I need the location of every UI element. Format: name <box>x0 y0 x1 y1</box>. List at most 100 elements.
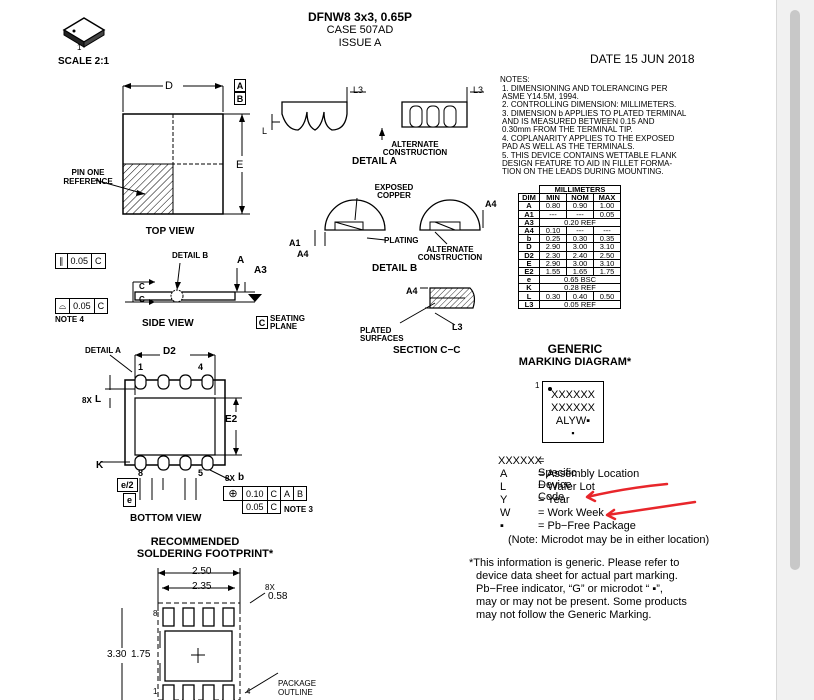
footprint-title-line2: SOLDERING FOOTPRINT* <box>136 548 274 560</box>
legend-meaning: = Pb−Free Package <box>538 520 636 532</box>
table-cell: 0.30 <box>539 291 567 301</box>
section-cc-drawing <box>399 287 476 326</box>
marking-title-line1: GENERIC <box>547 342 603 356</box>
scale-label: SCALE 2:1 <box>58 56 110 67</box>
legend-code: XXXXXX <box>498 455 543 467</box>
side-dim-a-label: A <box>237 255 245 266</box>
legend-meaning: = Wafer Lot <box>538 481 595 493</box>
section-l3-label: L3 <box>452 322 463 332</box>
package-title: DFNW8 3x3, 0.65P <box>307 10 413 24</box>
note4-label: NOTE 4 <box>55 315 84 324</box>
detail-b-a4-label: A4 <box>297 249 309 259</box>
detail-a-l-label: L <box>262 126 268 136</box>
bottom-tol1-ref-b: B <box>297 488 304 499</box>
bottom-e-half-box: e/2 <box>117 478 138 492</box>
bottom-8x-b-count: 8X <box>225 474 235 483</box>
table-cell: 0.05 REF <box>539 299 621 309</box>
side-dim-a3-label: A3 <box>254 265 267 276</box>
exposed-copper-line1: EXPOSED <box>374 183 414 192</box>
red-annotation-arrows <box>585 482 697 521</box>
bottom-view-drawing <box>100 352 242 500</box>
table-cell: 0.80 <box>539 201 567 211</box>
side-view-tolerance-frame-2: ⌓ 0.05 C <box>55 298 109 314</box>
note-line: 2. CONTROLLING DIMENSION: MILLIMETERS. <box>502 100 677 109</box>
plated-surfaces-line1: PLATED <box>360 326 392 335</box>
package-outline-line2: OUTLINE <box>278 688 313 697</box>
bottom-k-label: K <box>96 460 104 471</box>
footprint-dim-058: 0.58 <box>268 591 288 602</box>
table-cell: 0.40 <box>566 291 594 301</box>
microdot-note: (Note: Microdot may be in either locatio… <box>508 534 710 546</box>
side-tol1-ref: C <box>95 256 102 266</box>
legend-code: A <box>500 468 508 480</box>
note-line: ASME Y14.5M, 1994. <box>502 92 579 101</box>
note-line: 4. COPLANARITY APPLIES TO THE EXPOSED <box>502 134 675 143</box>
marking-package-outline: 1 XXXXXX XXXXXX ALYW▪ ▪ <box>535 381 604 443</box>
note-line: DESIGN FEATURE TO AID IN FILLET FORMA- <box>502 159 673 168</box>
pin1-dot-icon <box>548 387 552 391</box>
table-cell: 2.50 <box>593 250 621 260</box>
position-tolerance-icon: ⊕ <box>224 487 243 500</box>
bottom-tol2-value: 0.05 <box>243 501 268 513</box>
package-pin1-label: 1 <box>77 43 82 52</box>
side-view-tolerance-frame-1: ∥ 0.05 C <box>55 253 106 269</box>
table-cell: 2.40 <box>566 250 594 260</box>
note-line: 3. DIMENSION b APPLIES TO PLATED TERMINA… <box>502 109 687 118</box>
side-view-label: SIDE VIEW <box>142 318 194 329</box>
bottom-tolerance-frame: ⊕ 0.10 C A B 0.05 C <box>223 486 308 514</box>
side-detail-b-label: DETAIL B <box>172 251 209 260</box>
table-cell: 1.00 <box>593 201 621 211</box>
side-tol2-ref: C <box>97 301 105 311</box>
scrollbar-thumb[interactable] <box>790 10 800 570</box>
bottom-tol2-ref: C <box>270 502 278 512</box>
bottom-tol1-value: 0.10 <box>243 487 268 500</box>
table-cell: 0.50 <box>593 291 621 301</box>
datum-b-box: B <box>234 92 246 105</box>
legend-code: L <box>500 481 507 493</box>
table-row: A1------0.05 <box>518 209 621 219</box>
bottom-pin1-label: 1 <box>138 362 144 372</box>
exposed-copper-line2: COPPER <box>377 191 411 200</box>
footprint-title-line1: RECOMMENDED <box>150 536 240 548</box>
dim-e-label: E <box>236 159 244 171</box>
profile-surface-icon: ⌓ <box>56 299 71 313</box>
table-cell: 2.90 <box>539 242 567 252</box>
plating-label: PLATING <box>384 236 419 245</box>
detail-b-alt-line1: ALTERNATE <box>426 245 474 254</box>
footprint-dim-175: 1.75 <box>131 649 151 660</box>
marking-line-4: ▪ <box>571 428 575 438</box>
table-cell: D2 <box>518 250 540 260</box>
table-cell: 1.55 <box>539 266 567 277</box>
table-cell: 3.00 <box>566 242 594 252</box>
table-cell: 1.75 <box>593 266 621 277</box>
plated-surfaces-line2: SURFACES <box>360 334 404 343</box>
seating-plane-line2: PLANE <box>270 322 298 331</box>
bottom-tol1-ref-c: C <box>268 487 282 500</box>
datasheet-page: DFNW8 3x3, 0.65P CASE 507AD ISSUE A DATE… <box>55 10 710 700</box>
note-line: 1. DIMENSIONING AND TOLERANCING PER <box>502 84 668 93</box>
detail-a-l3-label: L3 <box>353 85 364 95</box>
bottom-pin4-label: 4 <box>198 362 204 372</box>
footnote-line: device data sheet for actual part markin… <box>476 570 678 582</box>
table-cell: 0.90 <box>566 201 594 211</box>
note-line: AND IS MEASURED BETWEEN 0.15 AND <box>502 117 655 126</box>
footprint-dim-250: 2.50 <box>192 566 212 577</box>
table-cell: D <box>518 242 540 252</box>
footnote-line: may or may not be present. Some products <box>476 596 687 608</box>
bottom-d2-label: D2 <box>163 346 176 357</box>
section-a4-label: A4 <box>406 286 418 296</box>
work-week-arrow-icon <box>605 500 697 521</box>
pin-one-reference-line1: PIN ONE <box>71 168 105 177</box>
datum-a-box: A <box>234 79 246 92</box>
detail-a-alt-l3-label: L3 <box>473 85 484 95</box>
legend-meaning: = Year <box>538 494 570 506</box>
parallelism-icon: ∥ <box>56 254 68 268</box>
footnote-line: may not follow the Generic Marking. <box>476 609 652 621</box>
table-cell: 0.28 REF <box>539 283 621 293</box>
